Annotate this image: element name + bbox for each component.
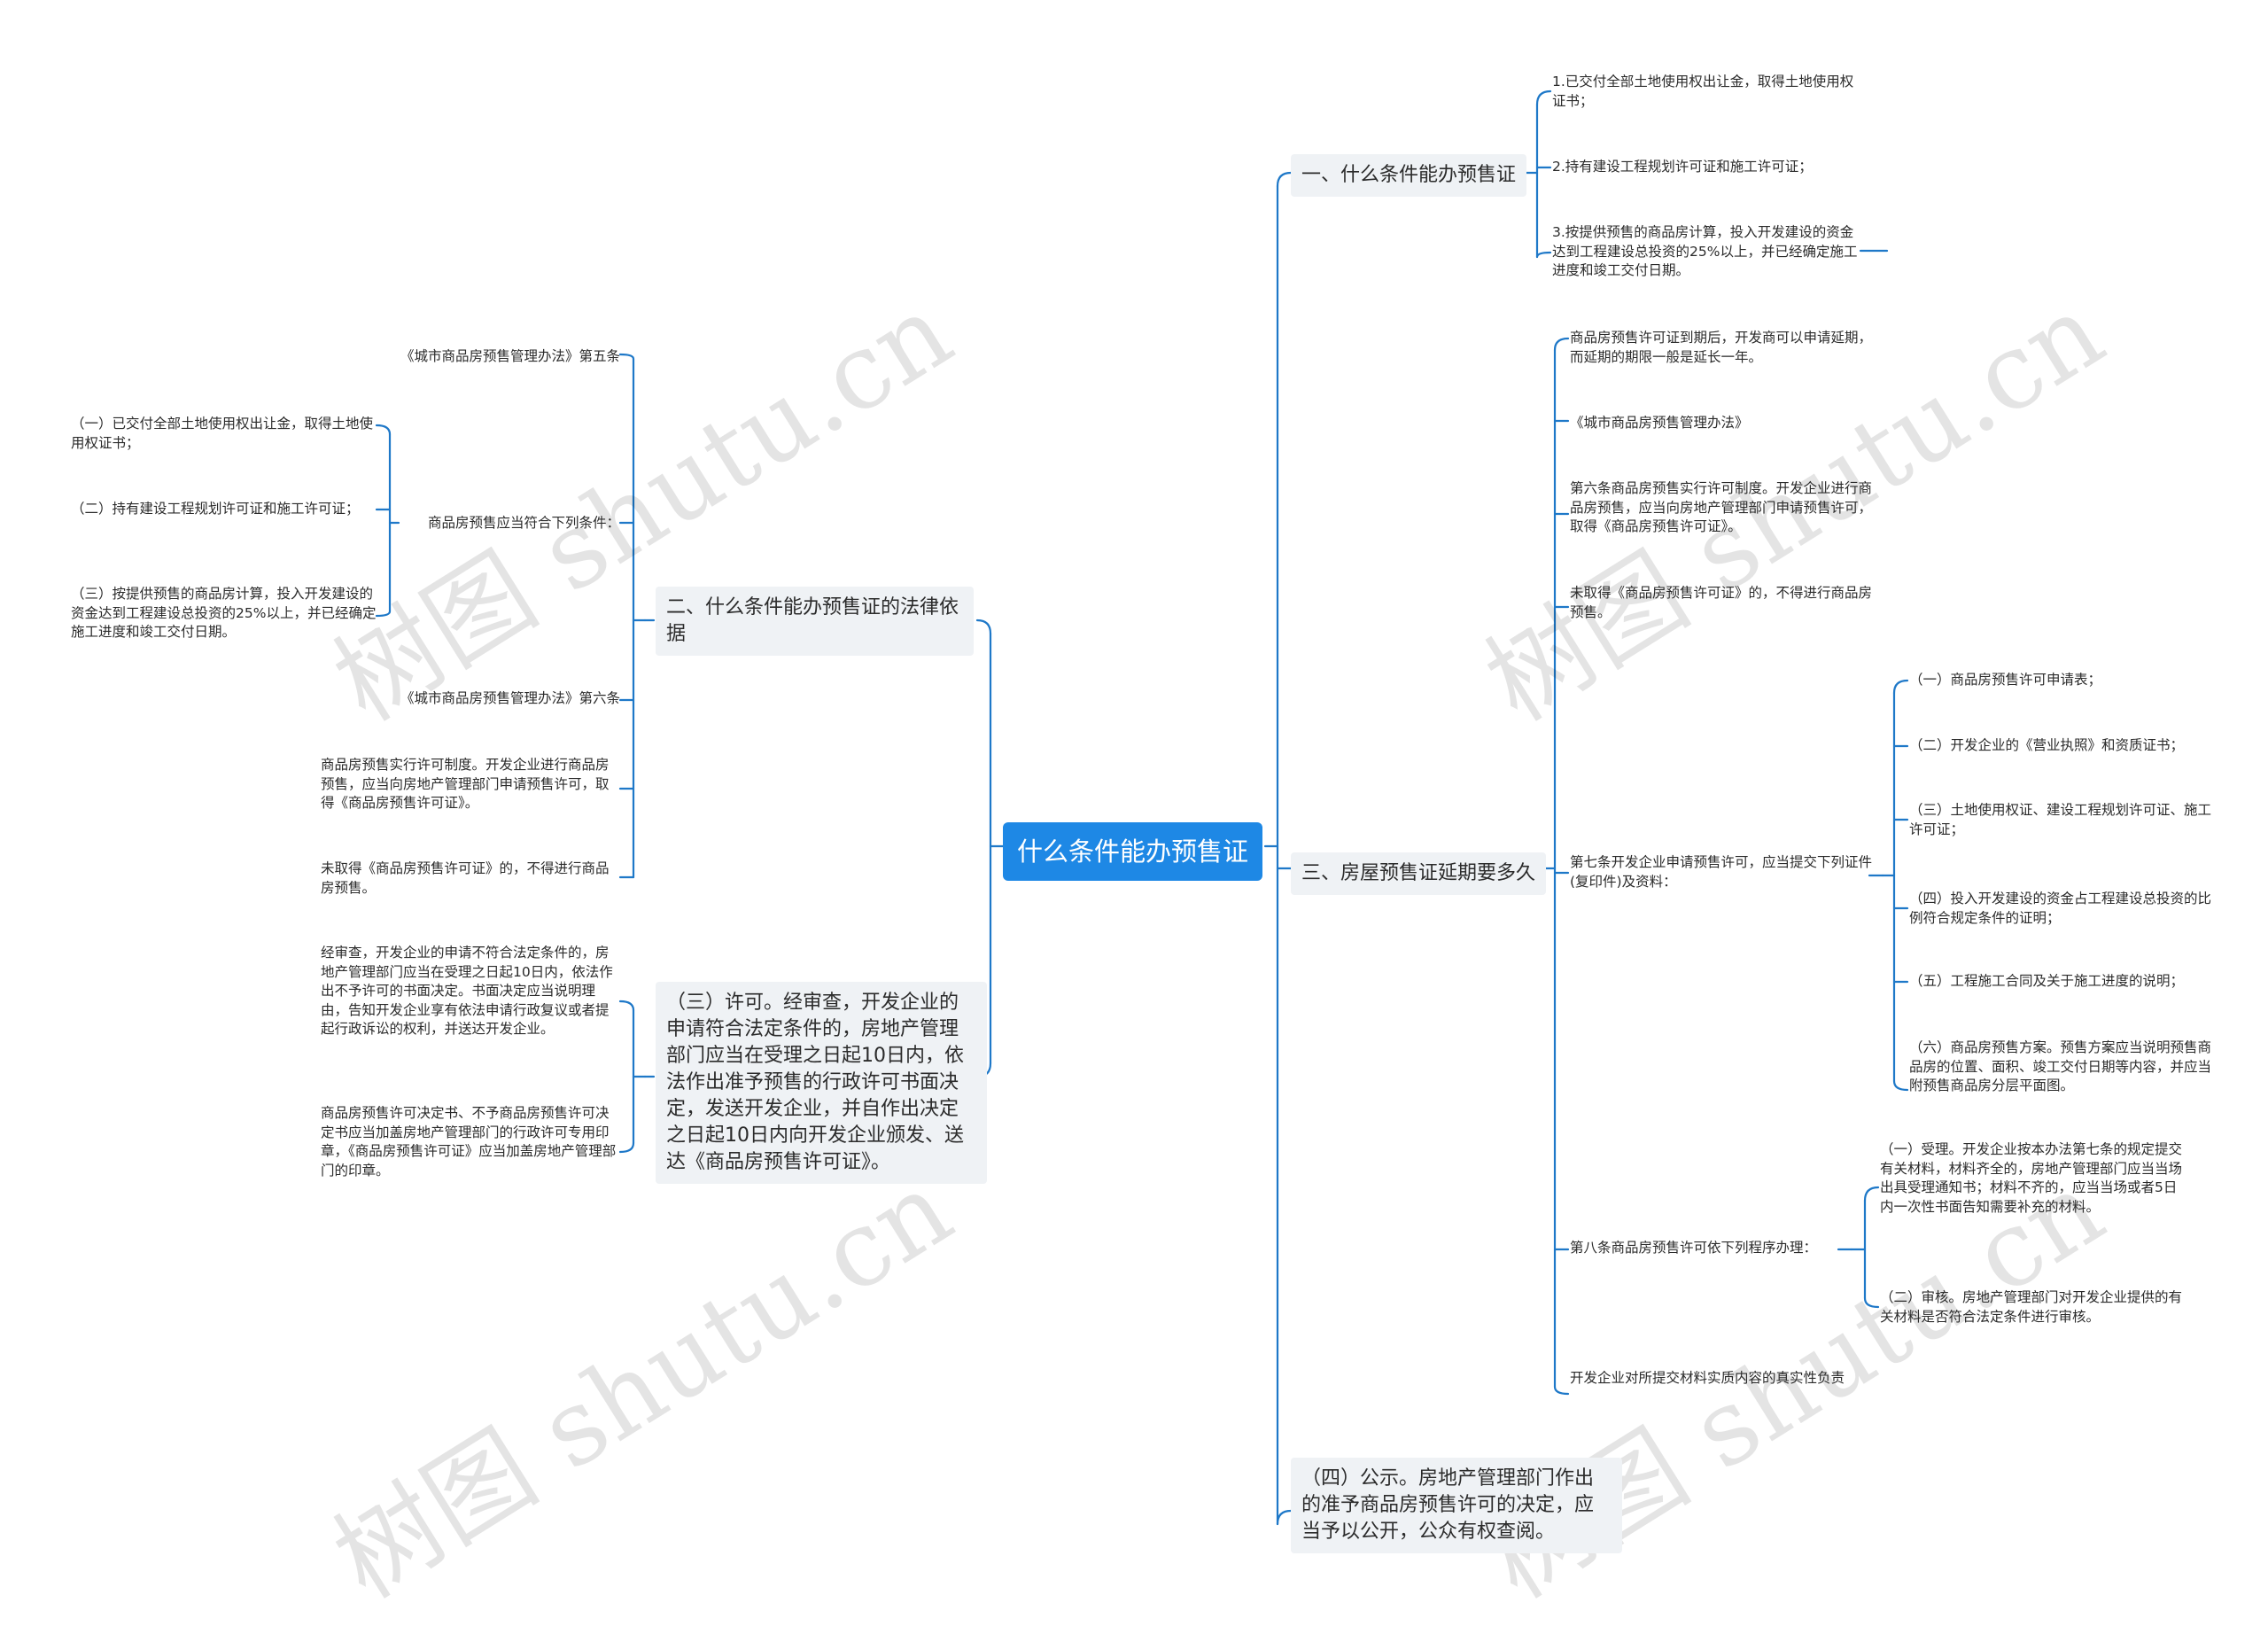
art7-item-3[interactable]: （三）土地使用权证、建设工程规划许可证、施工许可证； <box>1909 802 2212 837</box>
b3-leaf-art6[interactable]: 第六条商品房预售实行许可制度。开发企业进行商品房预售，应当向房地产管理部门申请预… <box>1570 480 1873 534</box>
b2-leaf-law5[interactable]: 《城市商品房预售管理办法》第五条 <box>400 348 620 364</box>
art8-item-accept[interactable]: （一）受理。开发企业按本办法第七条的规定提交有关材料，材料齐全的，房地产管理部门… <box>1880 1141 2183 1215</box>
b4-leaf-seal[interactable]: 商品房预售许可决定书、不予商品房预售许可决定书应当加盖房地产管理部门的行政许可专… <box>321 1105 617 1179</box>
b2-leaf-law6[interactable]: 《城市商品房预售管理办法》第六条 <box>400 690 620 706</box>
b2-leaf-conditions[interactable]: 商品房预售应当符合下列条件： <box>427 515 620 531</box>
b3-leaf-art8[interactable]: 第八条商品房预售许可依下列程序办理： <box>1570 1240 1818 1256</box>
art7-item-2[interactable]: （二）开发企业的《营业执照》和资质证书； <box>1909 737 2185 753</box>
b4-leaf-refuse[interactable]: 经审查，开发企业的申请不符合法定条件的，房地产管理部门应当在受理之日起10日内，… <box>321 945 613 1037</box>
b1-leaf-2[interactable]: 2.持有建设工程规划许可证和施工许可证； <box>1552 159 1813 175</box>
branch-extension[interactable]: 三、房屋预售证延期要多久 <box>1291 852 1547 895</box>
cond-item-3[interactable]: （三）按提供预售的商品房计算，投入开发建设的资金达到工程建设总投资的25%以上，… <box>71 586 377 640</box>
art7-item-6[interactable]: （六）商品房预售方案。预售方案应当说明预售商品房的位置、面积、竣工交付日期等内容… <box>1909 1039 2212 1093</box>
b3-leaf-no-permit[interactable]: 未取得《商品房预售许可证》的，不得进行商品房预售。 <box>1570 585 1873 620</box>
art7-item-1[interactable]: （一）商品房预售许可申请表； <box>1909 672 2102 688</box>
art7-item-4[interactable]: （四）投入开发建设的资金占工程建设总投资的比例符合规定条件的证明； <box>1909 891 2212 926</box>
b3-leaf-law[interactable]: 《城市商品房预售管理办法》 <box>1570 415 1749 431</box>
branch-legal-basis[interactable]: 二、什么条件能办预售证的法律依据 <box>656 587 974 656</box>
b2-leaf-no-permit[interactable]: 未取得《商品房预售许可证》的，不得进行商品房预售。 <box>321 860 610 896</box>
b1-leaf-3[interactable]: 3.按提供预售的商品房计算，投入开发建设的资金达到工程建设总投资的25%以上，并… <box>1552 224 1858 278</box>
b1-leaf-1[interactable]: 1.已交付全部土地使用权出让金，取得土地使用权证书； <box>1552 74 1854 109</box>
cond-item-2[interactable]: （二）持有建设工程规划许可证和施工许可证； <box>71 501 360 517</box>
b3-leaf-extend[interactable]: 商品房预售许可证到期后，开发商可以申请延期，而延期的期限一般是延长一年。 <box>1570 330 1873 365</box>
b3-leaf-truth[interactable]: 开发企业对所提交材料实质内容的真实性负责 <box>1570 1370 1845 1386</box>
cond-item-1[interactable]: （一）已交付全部土地使用权出让金，取得土地使用权证书； <box>71 416 374 451</box>
b3-leaf-art7[interactable]: 第七条开发企业申请预售许可，应当提交下列证件(复印件)及资料： <box>1570 854 1873 890</box>
root-topic[interactable]: 什么条件能办预售证 <box>1003 822 1263 881</box>
art7-item-5[interactable]: （五）工程施工合同及关于施工进度的说明； <box>1909 973 2185 989</box>
branch-publicity[interactable]: （四）公示。房地产管理部门作出的准予商品房预售许可的决定，应当予以公开，公众有权… <box>1291 1458 1622 1553</box>
branch-conditions[interactable]: 一、什么条件能办预售证 <box>1291 154 1527 197</box>
branch-permit[interactable]: （三）许可。经审查，开发企业的申请符合法定条件的，房地产管理部门应当在受理之日起… <box>656 982 987 1184</box>
art8-item-review[interactable]: （二）审核。房地产管理部门对开发企业提供的有关材料是否符合法定条件进行审核。 <box>1880 1289 2183 1325</box>
b2-leaf-permit[interactable]: 商品房预售实行许可制度。开发企业进行商品房预售，应当向房地产管理部门申请预售许可… <box>321 757 610 811</box>
